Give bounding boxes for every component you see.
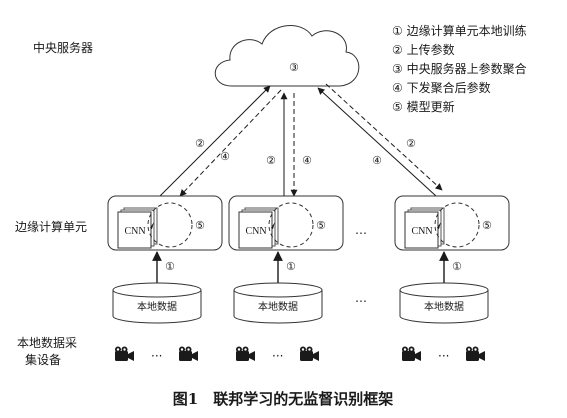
database-top-3	[399, 282, 489, 298]
update-loop-arrowhead	[271, 222, 275, 229]
upload-marker-3: ②	[406, 137, 416, 150]
download-arrow-1	[179, 89, 282, 197]
update-loop-1	[147, 202, 193, 248]
database-label-1: 本地数据	[137, 300, 177, 313]
download-marker-3: ④	[372, 154, 382, 167]
cnn-model-box-1	[117, 211, 152, 249]
upload-arrow-1	[159, 85, 271, 197]
database-label-2: 本地数据	[258, 300, 298, 313]
database-body-2	[233, 290, 323, 324]
database-top-1	[112, 282, 202, 298]
figure-caption: 图1 联邦学习的无监督识别框架	[173, 390, 393, 408]
cnn-label-1: CNN	[124, 226, 145, 237]
camera-icon	[179, 346, 198, 361]
cloud-aggregate-marker: ③	[289, 61, 299, 74]
cnn-label-2: CNN	[245, 226, 266, 237]
download-arrow-3	[325, 83, 443, 191]
cnn-label-3: CNN	[411, 226, 432, 237]
camera-icon	[402, 346, 421, 361]
update-loop-arrowhead	[150, 222, 154, 229]
legend-item-3: ③ 中央服务器上参数聚合	[392, 61, 527, 76]
cloud-server-shape	[214, 25, 360, 87]
database-top-2	[233, 282, 323, 298]
update-loop-2	[268, 202, 314, 248]
database-body-1	[112, 290, 202, 324]
server-label: 中央服务器	[33, 40, 93, 55]
camera-icon	[466, 346, 485, 361]
upload-marker-1: ②	[195, 137, 205, 150]
edge-unit-label: 边缘计算单元	[15, 219, 87, 234]
legend-item-2: ② 上传参数	[392, 42, 455, 57]
edge-unit-3: CNN ⑤ ① 本地数据 ···	[394, 195, 510, 363]
legend-item-4: ④ 下发聚合后参数	[392, 80, 491, 95]
download-marker-2: ④	[302, 154, 312, 167]
camera-icon	[115, 346, 134, 361]
update-marker-1: ⑤	[195, 219, 205, 232]
cnn-model-box-3	[404, 211, 439, 249]
camera-icon	[236, 346, 255, 361]
legend-item-5: ⑤ 模型更新	[392, 99, 455, 114]
upload-arrow-3	[317, 87, 437, 197]
camera-ellipsis-3: ···	[438, 349, 449, 363]
update-marker-3: ⑤	[482, 219, 492, 232]
edge-unit-2: CNN ⑤ ① 本地数据 ···	[228, 195, 344, 363]
database-label-3: 本地数据	[424, 300, 464, 313]
edge-ellipsis: …	[355, 223, 367, 237]
legend: ① 边缘计算单元本地训练 ② 上传参数 ③ 中央服务器上参数聚合 ④ 下发聚合后…	[392, 23, 527, 114]
device-label-line2: 集设备	[25, 352, 61, 367]
camera-ellipsis-1: ···	[151, 349, 162, 363]
train-marker-2: ①	[286, 260, 296, 273]
db-ellipsis: …	[355, 291, 367, 305]
update-loop-arrowhead	[437, 222, 441, 229]
camera-ellipsis-2: ···	[272, 349, 283, 363]
update-marker-2: ⑤	[316, 219, 326, 232]
upload-marker-2: ②	[266, 154, 276, 167]
device-label-line1: 本地数据采	[17, 335, 77, 350]
cnn-model-box-2	[238, 211, 273, 249]
download-marker-1: ④	[220, 150, 230, 163]
camera-icon	[300, 346, 319, 361]
edge-unit-1: CNN ⑤ ① 本地数据 ···	[107, 195, 223, 363]
update-loop-3	[434, 202, 480, 248]
train-marker-1: ①	[165, 260, 175, 273]
legend-item-1: ① 边缘计算单元本地训练	[392, 23, 527, 38]
database-body-3	[399, 290, 489, 324]
train-marker-3: ①	[452, 260, 462, 273]
